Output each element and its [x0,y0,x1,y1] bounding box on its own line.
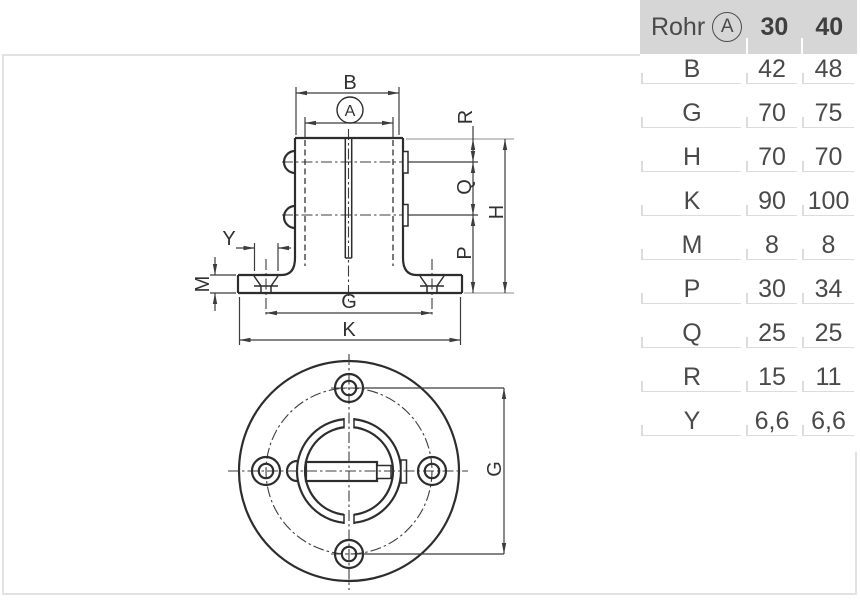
dim-label-b: B [343,72,356,94]
row-value-40: 70 [800,128,857,172]
clamp-shaft [376,464,392,480]
table-row: M 8 8 [640,216,857,260]
set-screw-top [402,150,409,174]
header-label-cell: Rohr A [640,0,747,54]
dim-label-a: A [345,103,356,120]
row-value-30: 90 [744,172,800,216]
row-label: R [640,348,744,392]
row-value-30: 70 [744,84,800,128]
body-outline [236,136,464,295]
row-value-30: 6,6 [744,392,800,436]
countersink-left [253,275,279,293]
row-value-30: 70 [744,128,800,172]
front-view: B A Y G K R Q P H M [192,72,514,345]
set-screw-bottom [402,203,409,227]
pipe-diameter-symbol: A [712,12,743,42]
bottom-centerlines [228,354,468,590]
row-value-40: 6,6 [800,392,857,436]
row-value-40: 48 [800,40,857,84]
bolt-hole-left [250,455,282,487]
dimension-lines [210,87,506,345]
pipe-symbol-circle [336,96,364,124]
dim-label-h: H [486,205,508,219]
dim-label-r: R [455,110,477,124]
table-row: Y 6,6 6,6 [640,392,857,436]
row-label: M [640,216,744,260]
dim-label-q: Q [454,179,476,195]
bottom-view: G [228,354,507,590]
row-label: H [640,128,744,172]
row-value-30: 30 [744,260,800,304]
dim-label-m: M [192,276,214,293]
row-value-30: 42 [744,40,800,84]
table-row: Q 25 25 [640,304,857,348]
slot-lines [344,138,353,259]
row-label: Q [640,304,744,348]
dim-label-p: P [454,246,476,259]
header-col-30: 30 [746,0,801,54]
row-label: P [640,260,744,304]
row-value-30: 25 [744,304,800,348]
gray-extension-lines [406,138,514,294]
dimension-table: Rohr A 30 40 B 42 48 G 70 75 H 70 70 K 9… [640,0,857,452]
row-label: Y [640,392,744,436]
row-value-30: 15 [744,348,800,392]
table-row: G 70 75 [640,84,857,128]
row-value-30: 8 [744,216,800,260]
table-row: P 30 34 [640,260,857,304]
table-row: K 90 100 [640,172,857,216]
row-label: B [640,40,744,84]
bore-hidden-lines [304,140,394,266]
countersink-right [419,275,445,293]
clamp-boss-arcs [282,149,296,230]
row-value-40: 100 [800,172,857,216]
bolt-hole-right [416,455,448,487]
table-header: Rohr A 30 40 [640,0,857,54]
row-value-40: 11 [800,348,857,392]
dim-label-k: K [342,319,356,341]
dim-label-g-front: G [341,291,357,313]
row-value-40: 8 [800,216,857,260]
table-row: B 42 48 [640,40,857,84]
dim-label-g-bottom: G [484,461,506,477]
table-row: H 70 70 [640,128,857,172]
row-label: K [640,172,744,216]
dim-label-y: Y [222,228,235,250]
row-value-40: 75 [800,84,857,128]
row-value-40: 34 [800,260,857,304]
header-col-40: 40 [800,0,857,54]
header-rohr-label: Rohr [650,12,706,41]
row-value-40: 25 [800,304,857,348]
table-row: R 15 11 [640,348,857,392]
row-label: G [640,84,744,128]
